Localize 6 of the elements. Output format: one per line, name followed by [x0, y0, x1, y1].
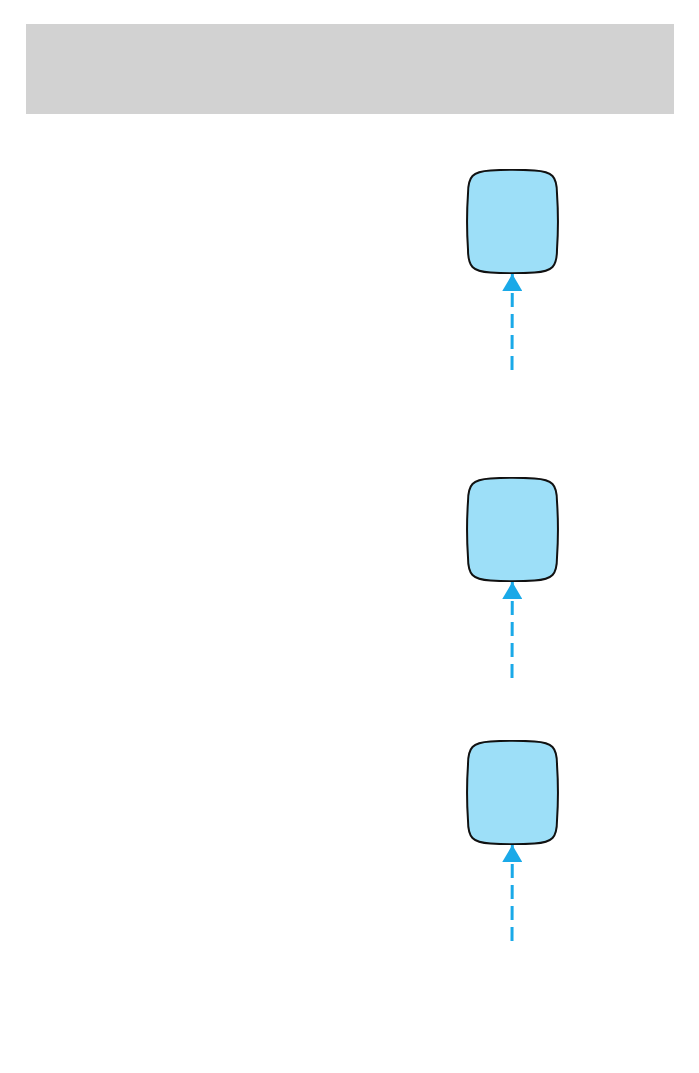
dashed-arrow: [502, 845, 523, 941]
dashed-arrow: [502, 274, 523, 370]
push-button: [466, 740, 559, 845]
push-button: [466, 477, 559, 582]
push-button: [466, 169, 559, 274]
dashed-arrow: [502, 582, 523, 678]
